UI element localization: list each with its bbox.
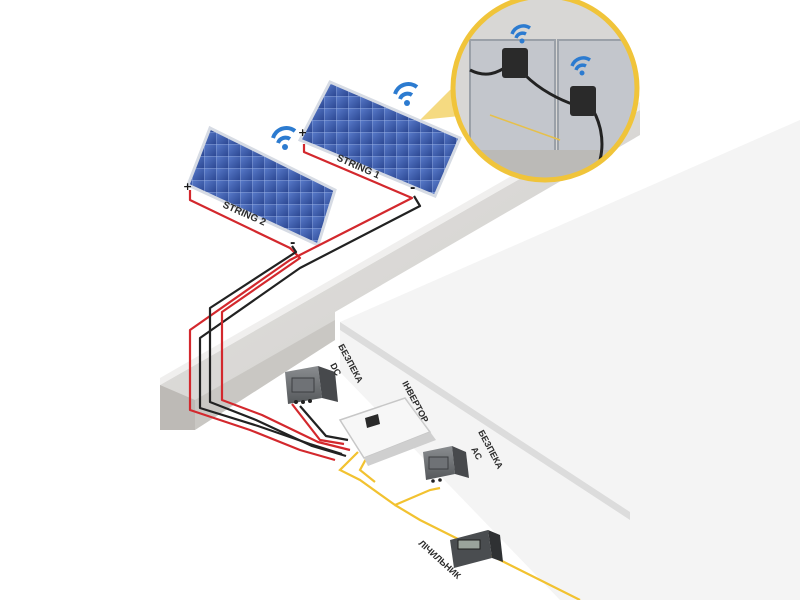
- string2-plus-terminal: +: [183, 180, 192, 193]
- optimizer-callout: [420, 0, 640, 183]
- wire-string2-negative: [208, 245, 347, 458]
- inverter-unit: [338, 397, 436, 466]
- string1-minus-terminal: -: [410, 181, 415, 196]
- wifi-icon: [271, 126, 297, 150]
- ac-safety-box: [423, 446, 469, 483]
- wall-pillar: [160, 385, 195, 430]
- optimizer-unit: [502, 48, 528, 78]
- wire-string2-positive: [188, 190, 351, 452]
- wire-inverter-to-ac: [338, 451, 441, 507]
- floor-slab: [340, 120, 800, 600]
- wifi-icon: [510, 24, 531, 44]
- string2-minus-terminal: -: [290, 236, 295, 251]
- meter-display-icon: [457, 539, 481, 550]
- floor-edge: [340, 322, 630, 520]
- optimizer-unit: [570, 86, 596, 116]
- wire-string1-positive: [188, 144, 414, 462]
- roof-wall-face: [160, 110, 640, 420]
- dc-safety-box: [285, 366, 338, 404]
- dc-wiring: [188, 144, 422, 462]
- solar-array-string1: [297, 80, 462, 198]
- wifi-icon: [570, 56, 591, 76]
- string1-plus-terminal: +: [298, 126, 307, 139]
- wifi-icon: [393, 82, 419, 106]
- solar-panel-row: [297, 80, 462, 198]
- energy-meter: [450, 530, 503, 568]
- inverter-display-icon: [365, 414, 380, 428]
